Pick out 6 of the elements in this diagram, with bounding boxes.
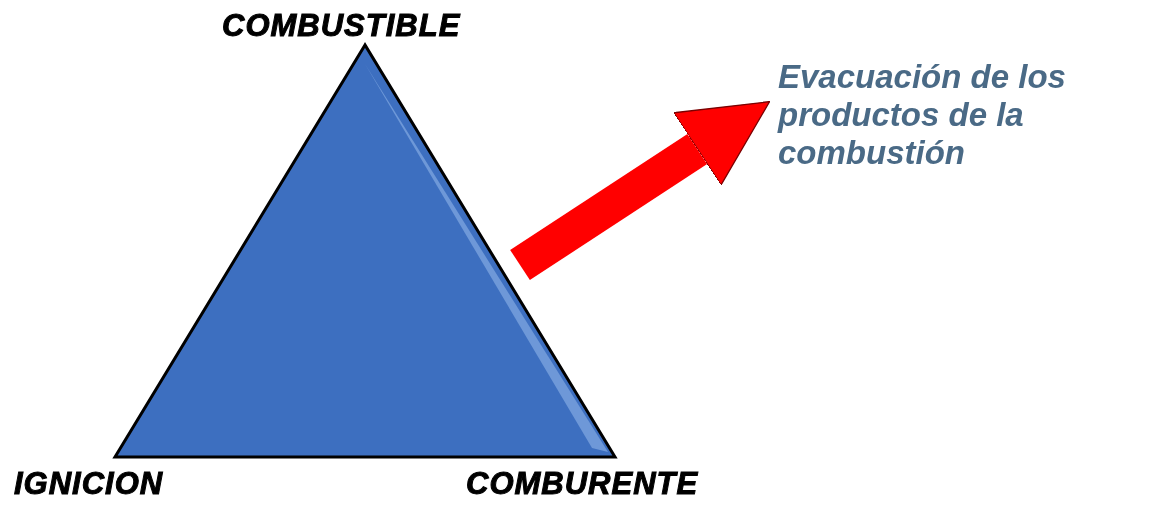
vertex-label: IGNICION — [14, 466, 164, 502]
triangle-shape — [112, 42, 618, 460]
vertex-label: COMBUSTIBLE — [222, 8, 461, 44]
vertex-label: COMBURENTE — [466, 466, 699, 502]
arrow — [510, 101, 771, 281]
caption-text: Evacuación de los productos de la combustión — [778, 58, 1168, 172]
